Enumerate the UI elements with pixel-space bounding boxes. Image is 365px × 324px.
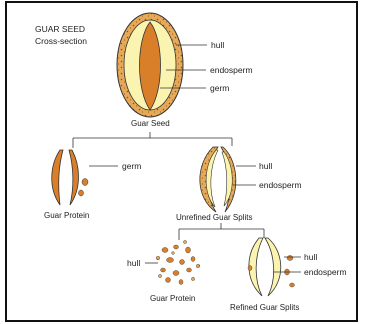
title-line-2: Cross-section: [35, 37, 87, 46]
refined-split-right: [265, 238, 281, 296]
caption-refined-guar-splits: Refined Guar Splits: [230, 304, 299, 312]
label-germ-top: germ: [210, 84, 229, 93]
seed-cross-section: [117, 13, 183, 117]
caption-unrefined-guar-splits: Unrefined Guar Splits: [176, 214, 252, 222]
germ-fragment: [79, 190, 84, 196]
label-germ-left: germ: [122, 162, 141, 171]
protein-fragments: [156, 240, 200, 284]
caption-guar-seed: Guar Seed: [131, 120, 170, 128]
label-endosperm-top: endosperm: [210, 66, 253, 75]
caption-guar-protein-bottom: Guar Protein: [150, 295, 195, 303]
label-hull-mid: hull: [259, 162, 272, 171]
label-hull-bottom-right: hull: [304, 253, 317, 262]
label-hull-bottom-left: hull: [127, 259, 140, 268]
germ-piece-left: [52, 150, 63, 205]
title-line-1: GUAR SEED: [35, 25, 85, 34]
caption-guar-protein-left: Guar Protein: [44, 212, 89, 220]
germ-fragment: [82, 179, 88, 186]
germ-piece-right: [69, 150, 79, 205]
label-endosperm-mid: endosperm: [259, 181, 302, 190]
refined-splits: [248, 238, 295, 296]
label-endosperm-bottom-right: endosperm: [304, 268, 347, 277]
germ-pieces: [52, 150, 88, 205]
label-hull-top: hull: [211, 41, 224, 50]
unrefined-splits: [200, 147, 236, 212]
